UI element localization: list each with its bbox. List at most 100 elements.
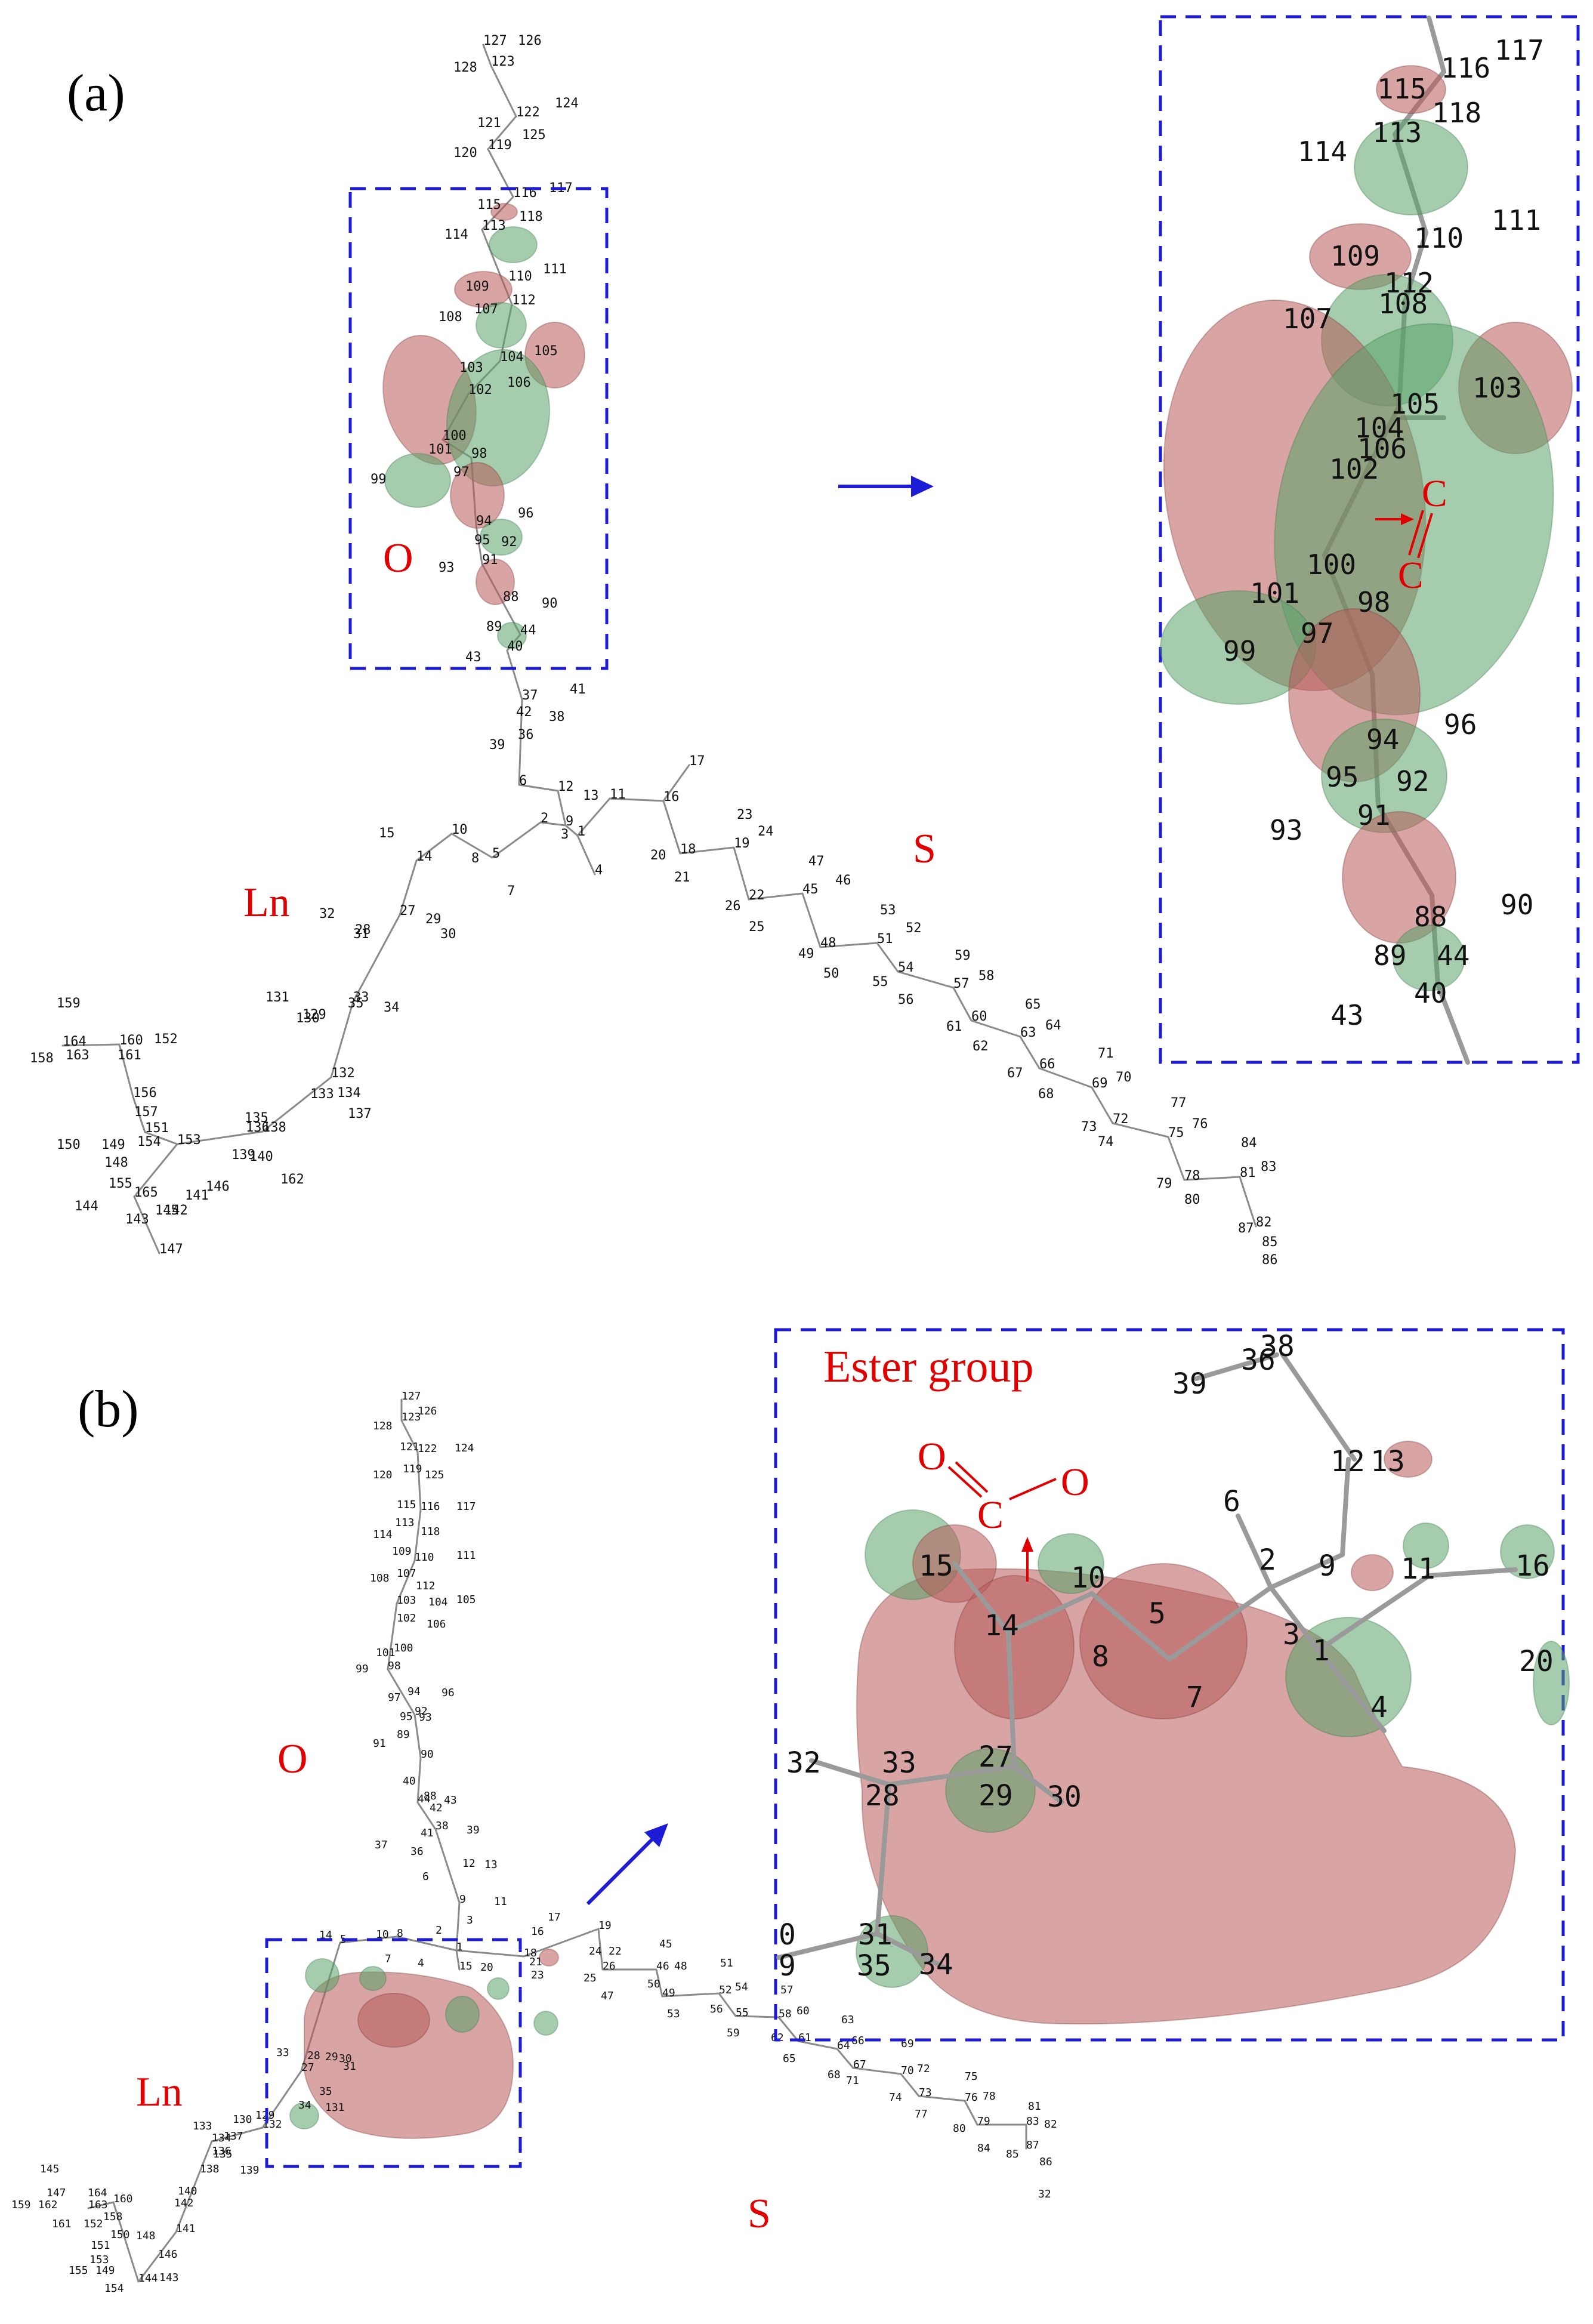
bond-line xyxy=(176,1130,264,1145)
atom-label: 4 xyxy=(418,1957,424,1969)
zoom-atom-label: 9 xyxy=(779,1949,796,1983)
atom-label: 29 xyxy=(325,2051,338,2063)
atom-label: 60 xyxy=(971,1009,987,1024)
atom-label: 72 xyxy=(1113,1112,1129,1127)
atom-label: 141 xyxy=(185,1188,209,1203)
atom-label: 86 xyxy=(1039,2156,1052,2168)
atom-label: 17 xyxy=(689,754,705,769)
atom-label: 54 xyxy=(898,960,914,975)
atom-label: 66 xyxy=(851,2035,865,2047)
bond-line xyxy=(597,1928,604,1971)
atom-label: 56 xyxy=(898,993,914,1007)
atom-label: 135 xyxy=(213,2148,233,2160)
atom-label: 52 xyxy=(906,921,922,936)
atom-label: 157 xyxy=(134,1105,158,1120)
atom-label: 37 xyxy=(522,688,538,703)
zoom-atom-label: 101 xyxy=(1250,577,1299,609)
atom-label: 151 xyxy=(145,1121,169,1136)
zoom-atom-label: 33 xyxy=(882,1746,916,1780)
atom-label: 102 xyxy=(397,1612,416,1625)
atom-label: 48 xyxy=(674,1960,687,1972)
bond-line xyxy=(836,2048,854,2069)
atom-label: 87 xyxy=(1026,2139,1039,2152)
atom-label: 25 xyxy=(749,920,765,935)
atom-label: 105 xyxy=(456,1593,476,1606)
atom-label: 38 xyxy=(436,1820,449,1832)
bond-line xyxy=(777,2016,799,2042)
bond-line xyxy=(387,1668,416,1716)
atom-label: 5 xyxy=(492,846,500,861)
atom-label: 2 xyxy=(541,811,548,826)
atom-label: 90 xyxy=(542,596,558,611)
bond-line xyxy=(852,2067,902,2075)
atom-label: 109 xyxy=(465,279,489,294)
zoom-atom-label: 96 xyxy=(1444,708,1477,741)
atom-label: 84 xyxy=(1241,1136,1257,1151)
atom-label: 58 xyxy=(779,2008,792,2020)
atom-label: 45 xyxy=(802,882,819,897)
atom-label: 53 xyxy=(667,2008,680,2020)
atom-label: 111 xyxy=(456,1549,476,1562)
zoom-atom-label: 10 xyxy=(1071,1561,1106,1595)
atom-label: 17 xyxy=(548,1911,561,1924)
bond-line xyxy=(133,1143,178,1198)
atom-label: 89 xyxy=(397,1728,410,1741)
bond-line xyxy=(518,698,523,786)
atom-label: 34 xyxy=(298,2099,311,2112)
atom-label: 81 xyxy=(1240,1166,1256,1181)
zoom-atom-label: 40 xyxy=(1414,977,1447,1009)
zoom-b-bonds xyxy=(776,1352,1518,1972)
atom-label: 15 xyxy=(379,826,395,841)
atom-label: 80 xyxy=(1184,1192,1200,1207)
zoom-atom-label: 98 xyxy=(1357,586,1390,618)
atom-label: 81 xyxy=(1028,2100,1041,2113)
atom-label: 134 xyxy=(337,1086,361,1101)
zoom-atom-label: 91 xyxy=(1357,799,1390,831)
bond-line xyxy=(434,1828,461,1904)
panel-b-zoom-arrow xyxy=(586,1823,668,1906)
zoom-atom-label: 15 xyxy=(919,1549,953,1583)
bond-line xyxy=(118,1043,134,1098)
atom-label: 43 xyxy=(465,650,481,665)
atom-label: 163 xyxy=(88,2199,108,2211)
bond-line xyxy=(487,115,517,150)
atom-label: 122 xyxy=(418,1443,437,1455)
atom-label: 145 xyxy=(155,1203,179,1218)
atom-label: 73 xyxy=(919,2086,932,2099)
atom-label: 125 xyxy=(522,128,546,143)
atom-label: 10 xyxy=(376,1928,389,1941)
zoom-atom-label: 89 xyxy=(1373,939,1406,972)
zoom-atom-label: 44 xyxy=(1437,939,1469,972)
atom-label: 9 xyxy=(566,814,573,829)
zoom-atom-label: 105 xyxy=(1390,388,1440,420)
atom-label: 115 xyxy=(477,198,501,212)
atom-label: 35 xyxy=(348,996,364,1011)
panel-a-chain-o: O xyxy=(383,535,413,581)
atom-label: 65 xyxy=(1025,997,1041,1012)
atom-label: 64 xyxy=(837,2039,850,2052)
bond-line xyxy=(662,800,681,855)
atom-label: 33 xyxy=(276,2046,289,2059)
atom-label: 130 xyxy=(233,2113,252,2126)
atom-label: 1 xyxy=(578,824,585,839)
bond-line xyxy=(576,834,596,876)
atom-label: 38 xyxy=(549,710,565,725)
panel-a-zoom-box xyxy=(1159,15,1580,1064)
bond-line xyxy=(416,1451,422,1511)
molecule-a-orbital-lobes xyxy=(382,203,585,649)
atom-label: 153 xyxy=(177,1133,201,1148)
atom-label: 15 xyxy=(459,1960,473,1972)
bond-line xyxy=(662,764,690,802)
zoom-atom-label: 108 xyxy=(1378,288,1428,320)
atom-label: 59 xyxy=(727,2027,740,2039)
atom-label: 118 xyxy=(519,209,543,224)
zoom-atom-label: 93 xyxy=(1270,814,1302,846)
atom-label: 165 xyxy=(134,1185,158,1200)
panel-a-label: (a) xyxy=(67,64,125,122)
atom-label: 152 xyxy=(154,1032,178,1047)
panel-a-cc-marker: C C xyxy=(1375,472,1447,596)
